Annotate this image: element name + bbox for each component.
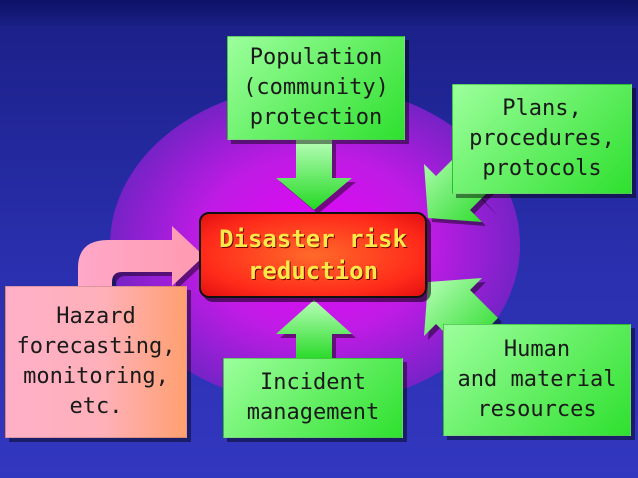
plans-label: Plans, procedures, protocols <box>469 96 615 181</box>
incident-label: Incident management <box>246 370 380 425</box>
incident-box: Incident management <box>223 358 403 438</box>
hazard-box: Hazard forecasting, monitoring, etc. <box>5 286 187 438</box>
top-band <box>0 0 638 26</box>
disaster-risk-reduction-box: Disaster risk reduction <box>199 212 427 298</box>
population-box: Population (community) protection <box>227 36 405 140</box>
center-label: Disaster risk reduction <box>219 225 407 285</box>
population-arrow <box>276 140 356 214</box>
resources-box: Human and material resources <box>443 324 631 436</box>
hazard-arrow <box>78 226 208 304</box>
plans-box: Plans, procedures, protocols <box>452 84 632 194</box>
resources-label: Human and material resources <box>457 337 617 422</box>
population-label: Population (community) protection <box>243 45 389 130</box>
incident-arrow <box>276 300 356 366</box>
hazard-label: Hazard forecasting, monitoring, etc. <box>16 304 176 419</box>
